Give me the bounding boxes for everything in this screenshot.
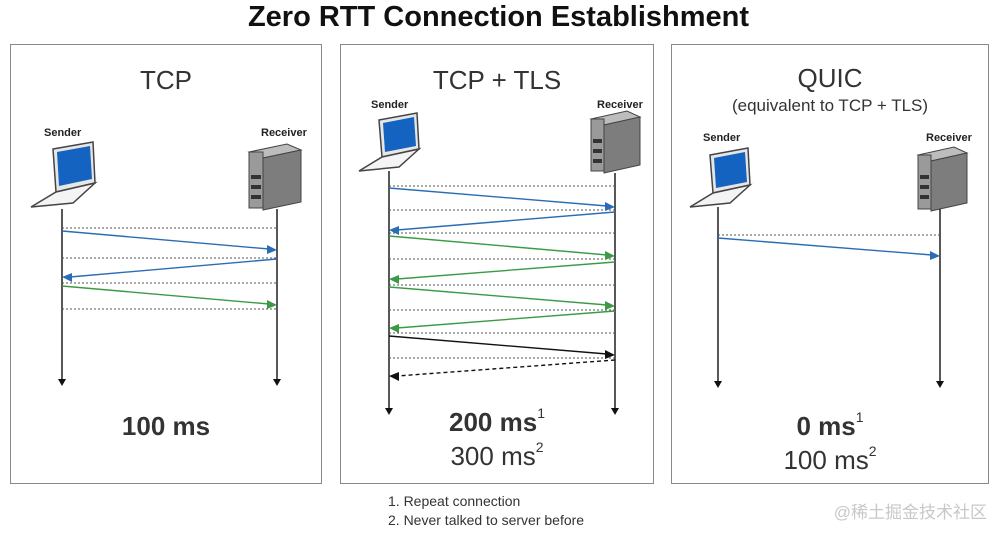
- laptop-icon: [358, 112, 422, 172]
- panel-tcp: TCP Sender Receiver: [10, 44, 322, 484]
- timeline-sender-tcp: [58, 209, 66, 386]
- timeline-receiver-quic: [936, 209, 944, 388]
- panel-quic: QUIC (equivalent to TCP + TLS) Sender Re…: [671, 44, 989, 484]
- panel-title-tcp-tls: TCP + TLS: [432, 65, 562, 95]
- laptop-icon: [689, 147, 753, 208]
- footnote-2: 2. Never talked to server before: [388, 512, 585, 528]
- panel-title-quic: QUIC: [797, 63, 863, 93]
- arrow-syn-ack: [62, 258, 278, 282]
- watermark: @稀土掘金技术社区: [833, 503, 987, 522]
- arrow-tls-2: [389, 261, 616, 284]
- footnote-ref-1: 1: [537, 405, 545, 421]
- receiver-label-tls: Receiver: [597, 99, 643, 111]
- dotted-separators-tls: [389, 185, 615, 359]
- result-quic-1-value: 0 ms: [796, 411, 856, 441]
- arrow-tcp-syn-ack: [389, 211, 616, 235]
- footnote-ref-1: 1: [855, 409, 864, 425]
- panel-tcp-tls: TCP + TLS Sender Receiver: [340, 44, 654, 484]
- timeline-sender-tls: [385, 171, 393, 415]
- server-icon: [247, 143, 303, 211]
- result-quic-2: 100 ms2: [672, 443, 988, 476]
- footnote-ref-2: 2: [535, 439, 544, 455]
- panel-title-tcp: TCP: [140, 65, 192, 95]
- result-tls-2-value: 300 ms: [450, 441, 536, 471]
- arrow-request: [388, 335, 615, 359]
- arrow-tls-1: [388, 235, 615, 260]
- timeline-receiver-tcp: [273, 209, 281, 386]
- receiver-label-tcp: Receiver: [261, 127, 307, 139]
- arrow-ack: [61, 285, 277, 309]
- footnote-ref-2: 2: [868, 443, 877, 459]
- server-icon: [916, 146, 969, 212]
- footnote-1: 1. Repeat connection: [388, 493, 521, 509]
- result-tls-1-value: 200 ms: [449, 407, 538, 437]
- sender-label-tcp: Sender: [44, 127, 82, 139]
- arrow-tls-4: [389, 310, 616, 333]
- arrow-tcp-syn: [388, 187, 615, 211]
- sender-label-tls: Sender: [371, 99, 409, 111]
- arrow-response-dashed: [389, 359, 616, 381]
- panel-subtitle-quic: (equivalent to TCP + TLS): [731, 96, 929, 115]
- arrow-syn: [61, 230, 277, 254]
- sender-label-quic: Sender: [703, 132, 741, 144]
- result-quic-2-value: 100 ms: [783, 445, 869, 475]
- result-quic-1: 0 ms1: [672, 409, 988, 442]
- timeline-receiver-tls: [611, 173, 619, 415]
- receiver-label-quic: Receiver: [926, 132, 972, 144]
- timeline-sender-quic: [714, 207, 722, 388]
- arrow-tls-3: [388, 286, 615, 310]
- laptop-icon: [30, 141, 98, 208]
- result-tls-2: 300 ms2: [341, 439, 653, 472]
- result-tls-1: 200 ms1: [341, 405, 653, 438]
- diagram-title: Zero RTT Connection Establishment: [247, 1, 750, 33]
- server-icon: [589, 110, 642, 174]
- result-tcp: 100 ms: [121, 411, 211, 441]
- arrow-quic-0rtt: [717, 237, 940, 260]
